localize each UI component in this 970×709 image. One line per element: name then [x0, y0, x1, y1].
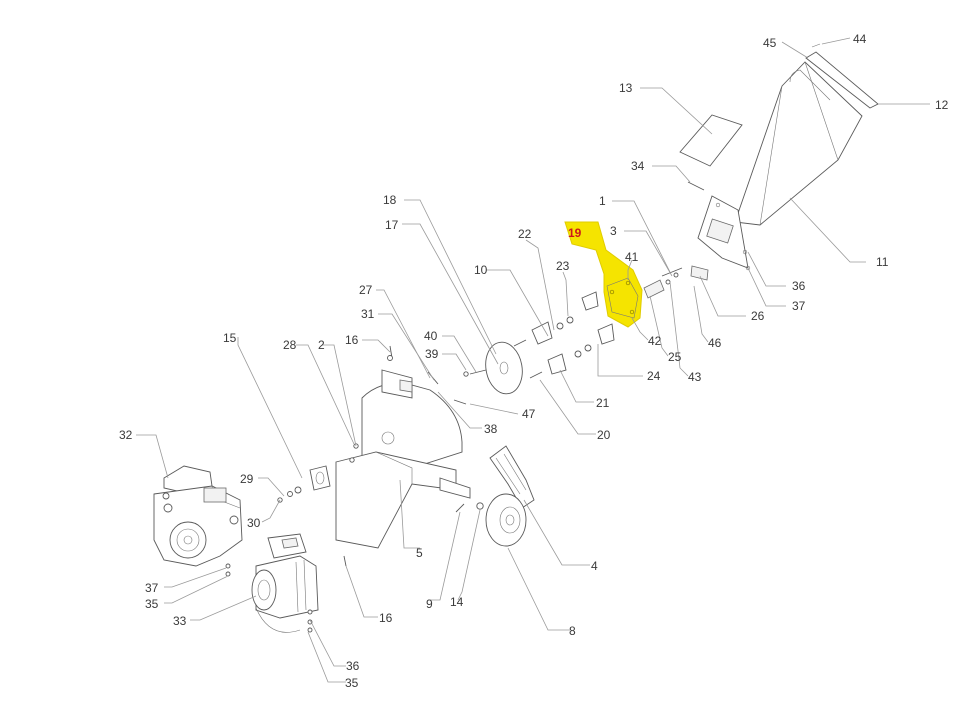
hinge-hardware — [643, 267, 683, 299]
callout-47: 47 — [522, 407, 536, 421]
belt-cover — [489, 445, 535, 509]
callout-37-upper: 37 — [792, 299, 806, 313]
callout-19-highlighted: 19 — [568, 226, 582, 240]
callout-30: 30 — [247, 516, 261, 530]
bracket-26 — [690, 265, 709, 281]
callout-8: 8 — [569, 624, 576, 638]
callout-16-lower: 16 — [379, 611, 393, 625]
key-9 — [455, 503, 465, 513]
callout-20: 20 — [597, 428, 611, 442]
callout-15: 15 — [223, 331, 237, 345]
callout-39: 39 — [425, 347, 439, 361]
callout-14: 14 — [450, 595, 464, 609]
leader-lines — [136, 37, 930, 683]
callout-27: 27 — [359, 283, 373, 297]
parts-artwork — [153, 43, 879, 633]
callout-36-lower: 36 — [346, 659, 360, 673]
pulley — [476, 493, 527, 547]
callout-17: 17 — [385, 218, 399, 232]
callout-22: 22 — [518, 227, 532, 241]
callout-44: 44 — [853, 32, 867, 46]
callout-21: 21 — [596, 396, 610, 410]
callout-35-lower: 35 — [345, 676, 359, 690]
gasoline-engine — [153, 465, 243, 577]
callout-13: 13 — [619, 81, 633, 95]
callout-11: 11 — [876, 255, 889, 269]
callout-1: 1 — [599, 194, 606, 208]
callout-35-middle: 35 — [145, 597, 159, 611]
cutter-blades — [513, 291, 615, 379]
callout-28: 28 — [283, 338, 297, 352]
callout-29: 29 — [240, 472, 254, 486]
callout-40: 40 — [424, 329, 438, 343]
callout-10: 10 — [474, 263, 488, 277]
callout-36-upper: 36 — [792, 279, 806, 293]
callout-45: 45 — [763, 36, 777, 50]
callout-33: 33 — [173, 614, 187, 628]
discharge-deflector-highlight — [564, 221, 643, 328]
callout-24: 24 — [647, 369, 661, 383]
bolt-16-lower — [343, 555, 347, 567]
bolt-47 — [453, 399, 467, 405]
callout-32: 32 — [119, 428, 133, 442]
callout-labels: 45 44 12 13 34 1 3 11 19 41 36 37 26 22 … — [119, 32, 949, 690]
callout-12: 12 — [935, 98, 949, 112]
callout-16-upper: 16 — [345, 333, 359, 347]
main-housing — [335, 369, 471, 549]
electric-motor — [251, 533, 319, 633]
callout-41: 41 — [625, 250, 639, 264]
pin-34 — [687, 181, 705, 191]
callout-4: 4 — [591, 559, 598, 573]
callout-34: 34 — [631, 159, 645, 173]
callout-18: 18 — [383, 193, 397, 207]
callout-31: 31 — [361, 307, 375, 321]
flywheel-disc — [463, 341, 523, 395]
callout-42: 42 — [648, 334, 662, 348]
hopper-chute — [697, 61, 863, 271]
callout-23: 23 — [556, 259, 570, 273]
callout-37-lower: 37 — [145, 581, 159, 595]
callout-46: 46 — [708, 336, 722, 350]
coupling-flange — [277, 465, 331, 503]
nut-16-upper — [387, 355, 393, 361]
callout-3: 3 — [610, 224, 617, 238]
callout-2: 2 — [318, 338, 325, 352]
callout-38: 38 — [484, 422, 498, 436]
callout-26: 26 — [751, 309, 765, 323]
callout-9: 9 — [426, 597, 433, 611]
callout-25: 25 — [668, 350, 682, 364]
callout-43: 43 — [688, 370, 702, 384]
callout-5: 5 — [416, 546, 423, 560]
plate-13 — [679, 114, 743, 167]
